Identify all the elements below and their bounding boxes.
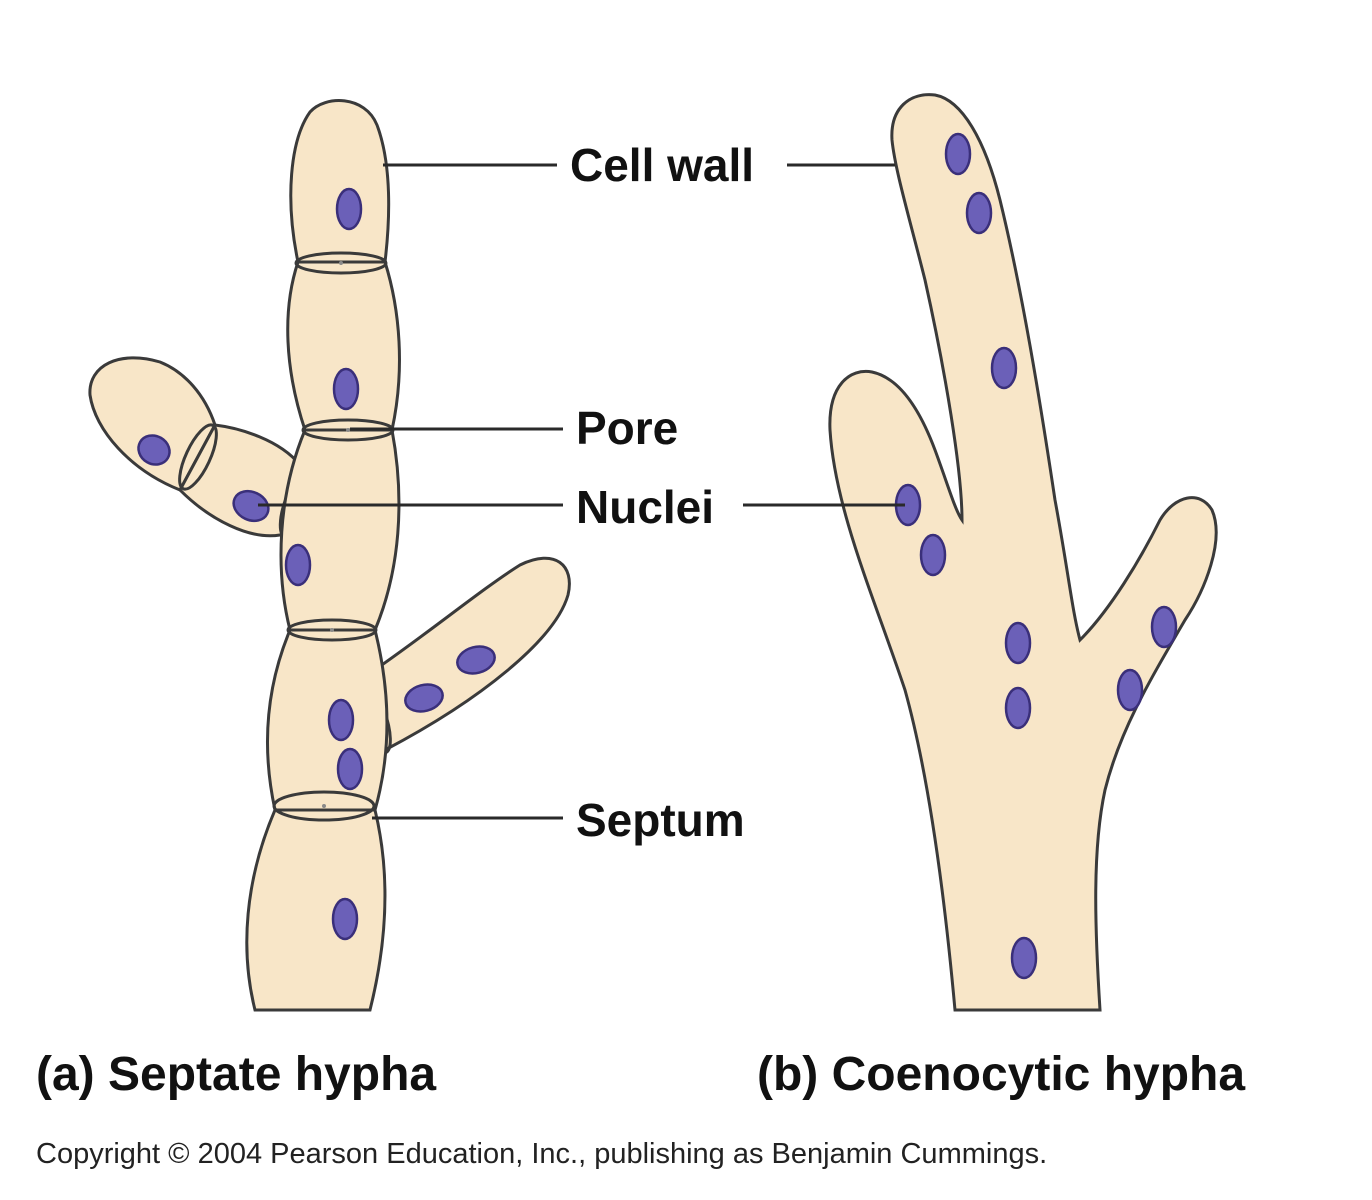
nucleus: [232, 489, 270, 523]
nucleus: [332, 367, 360, 411]
caption-septate: (a) Septate hypha: [36, 1048, 436, 1101]
nucleus: [456, 645, 496, 675]
nucleus: [965, 191, 993, 235]
nucleus: [327, 698, 355, 742]
tip-cell: [289, 99, 391, 264]
left-branch-septum: [178, 423, 218, 491]
coenocytic-hypha: [828, 93, 1218, 1012]
nucleus: [331, 897, 359, 941]
label-nuclei: Nuclei: [576, 481, 714, 533]
septate-left-branch: [88, 356, 316, 539]
nucleus: [1010, 936, 1038, 980]
cell-4: [265, 628, 389, 812]
septate-main-axis: [245, 99, 401, 1012]
nucleus: [944, 132, 972, 176]
nucleus: [1116, 668, 1144, 712]
coenocytic-nuclei: [894, 132, 1178, 980]
nucleus: [1004, 621, 1032, 665]
nucleus: [137, 434, 171, 466]
nucleus: [284, 543, 312, 587]
copyright-notice: Copyright © 2004 Pearson Education, Inc.…: [36, 1138, 1047, 1170]
label-pore: Pore: [576, 402, 678, 454]
nucleus: [1150, 605, 1178, 649]
nucleus: [336, 747, 364, 791]
nucleus: [1004, 686, 1032, 730]
label-septum: Septum: [576, 794, 745, 846]
septum-4: [272, 790, 376, 822]
nucleus: [919, 533, 947, 577]
coenocytic-body: [828, 93, 1218, 1012]
caption-coenocytic: (b) Coenocytic hypha: [757, 1048, 1245, 1101]
label-cell-wall: Cell wall: [570, 139, 754, 191]
cell-3: [279, 428, 401, 632]
septum-1: [294, 251, 388, 275]
septate-hypha: [88, 99, 571, 1012]
cell-5: [245, 808, 387, 1012]
nucleus: [404, 683, 444, 713]
septum-3: [286, 618, 378, 642]
nucleus: [335, 187, 363, 231]
nucleus: [990, 346, 1018, 390]
leader-lines: [258, 163, 905, 820]
septate-nuclei: [137, 187, 496, 941]
